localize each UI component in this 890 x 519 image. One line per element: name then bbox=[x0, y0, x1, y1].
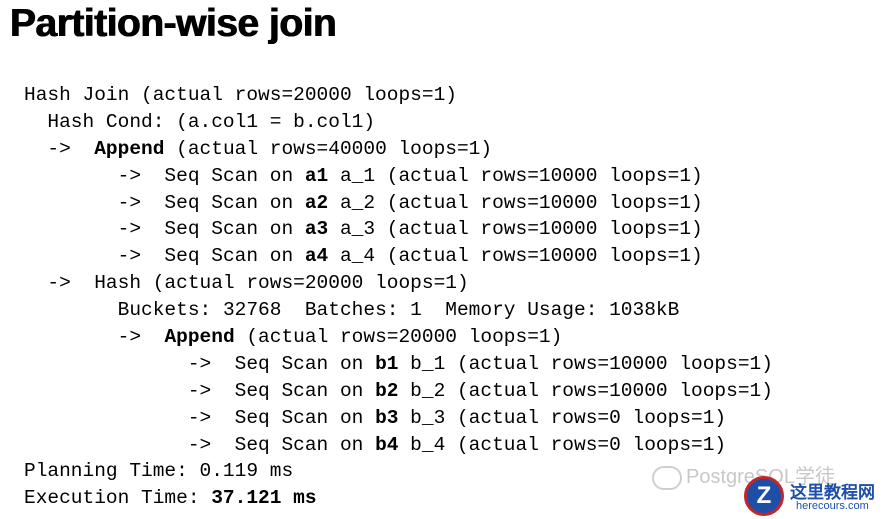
plan-line-seq-scan-a3: -> Seq Scan on a3 a_3 (actual rows=10000… bbox=[24, 216, 773, 243]
plan-text: -> Seq Scan on bbox=[187, 406, 376, 429]
plan-line-seq-scan-b4: -> Seq Scan on b4 b_4 (actual rows=0 loo… bbox=[24, 432, 773, 459]
plan-text: -> Seq Scan on bbox=[187, 352, 376, 375]
plan-line-seq-scan-b2: -> Seq Scan on b2 b_2 (actual rows=10000… bbox=[24, 378, 773, 405]
plan-text: -> Hash (actual rows=20000 loops=1) bbox=[47, 272, 469, 295]
plan-text: b_2 (actual rows=10000 loops=1) bbox=[398, 379, 773, 402]
plan-keyword: b2 bbox=[375, 379, 399, 402]
plan-keyword: a2 bbox=[304, 191, 329, 214]
plan-arrow: -> bbox=[117, 326, 142, 349]
plan-keyword: b1 bbox=[375, 352, 399, 375]
plan-line-seq-scan-a1: -> Seq Scan on a1 a_1 (actual rows=10000… bbox=[24, 163, 773, 190]
plan-text: a_1 (actual rows=10000 loops=1) bbox=[328, 164, 703, 187]
plan-line-buckets: Buckets: 32768 Batches: 1 Memory Usage: … bbox=[24, 297, 773, 324]
plan-keyword: a1 bbox=[304, 164, 329, 187]
plan-text: -> Seq Scan on bbox=[117, 245, 305, 268]
plan-text: Hash Join (actual rows=20000 loops=1) bbox=[24, 84, 457, 106]
plan-text: Planning Time: 0.119 ms bbox=[24, 460, 294, 483]
query-plan: Hash Join (actual rows=20000 loops=1) Ha… bbox=[24, 82, 773, 512]
plan-text: -> Seq Scan on bbox=[117, 164, 305, 187]
plan-keyword: a4 bbox=[304, 245, 329, 268]
plan-text: b_4 (actual rows=0 loops=1) bbox=[398, 433, 727, 456]
site-logo: Z 这里教程网 herecours.com bbox=[742, 474, 890, 519]
plan-line-seq-scan-a4: -> Seq Scan on a4 a_4 (actual rows=10000… bbox=[24, 243, 773, 270]
execution-time-value: 37.121 ms bbox=[211, 487, 317, 510]
plan-text: Execution Time: bbox=[24, 487, 212, 510]
plan-keyword: Append bbox=[164, 326, 235, 349]
plan-arrow: -> bbox=[47, 137, 71, 160]
logo-mark-icon: Z bbox=[744, 476, 784, 516]
plan-text: Hash Cond: (a.col1 = b.col1) bbox=[47, 110, 376, 133]
plan-text: Buckets: 32768 Batches: 1 Memory Usage: … bbox=[117, 299, 680, 322]
plan-line-seq-scan-b3: -> Seq Scan on b3 b_3 (actual rows=0 loo… bbox=[24, 405, 773, 432]
slide-title: Partition-wise join bbox=[10, 2, 337, 45]
plan-line-seq-scan-a2: -> Seq Scan on a2 a_2 (actual rows=10000… bbox=[24, 190, 773, 217]
plan-line-append-inner: -> Append (actual rows=20000 loops=1) bbox=[24, 324, 773, 351]
plan-text: a_3 (actual rows=10000 loops=1) bbox=[328, 218, 703, 241]
wechat-icon bbox=[652, 465, 682, 490]
plan-line-seq-scan-b1: -> Seq Scan on b1 b_1 (actual rows=10000… bbox=[24, 351, 773, 378]
plan-keyword: a3 bbox=[304, 218, 329, 241]
plan-text: a_2 (actual rows=10000 loops=1) bbox=[328, 191, 703, 214]
plan-text: -> Seq Scan on bbox=[187, 379, 376, 402]
plan-text: a_4 (actual rows=10000 loops=1) bbox=[328, 245, 703, 268]
plan-text: (actual rows=40000 loops=1) bbox=[164, 137, 493, 160]
plan-text: b_1 (actual rows=10000 loops=1) bbox=[398, 352, 773, 375]
plan-line-hash-join: Hash Join (actual rows=20000 loops=1) bbox=[24, 82, 773, 109]
plan-keyword: b3 bbox=[375, 406, 399, 429]
plan-keyword: Append bbox=[94, 137, 165, 160]
plan-keyword: b4 bbox=[375, 433, 399, 456]
plan-text: -> Seq Scan on bbox=[117, 191, 305, 214]
plan-line-hash: -> Hash (actual rows=20000 loops=1) bbox=[24, 270, 773, 297]
plan-line-planning-time: Planning Time: 0.119 ms bbox=[24, 458, 773, 485]
plan-line-execution-time: Execution Time: 37.121 ms bbox=[24, 485, 773, 512]
plan-text: (actual rows=20000 loops=1) bbox=[234, 326, 563, 349]
plan-line-append: -> Append (actual rows=40000 loops=1) bbox=[24, 136, 773, 163]
plan-line-hash-cond: Hash Cond: (a.col1 = b.col1) bbox=[24, 109, 773, 136]
plan-text: -> Seq Scan on bbox=[117, 218, 305, 241]
logo-url: herecours.com bbox=[796, 500, 869, 512]
plan-text: b_3 (actual rows=0 loops=1) bbox=[398, 406, 727, 429]
logo-title: 这里教程网 bbox=[790, 483, 875, 503]
plan-text: -> Seq Scan on bbox=[187, 433, 376, 456]
